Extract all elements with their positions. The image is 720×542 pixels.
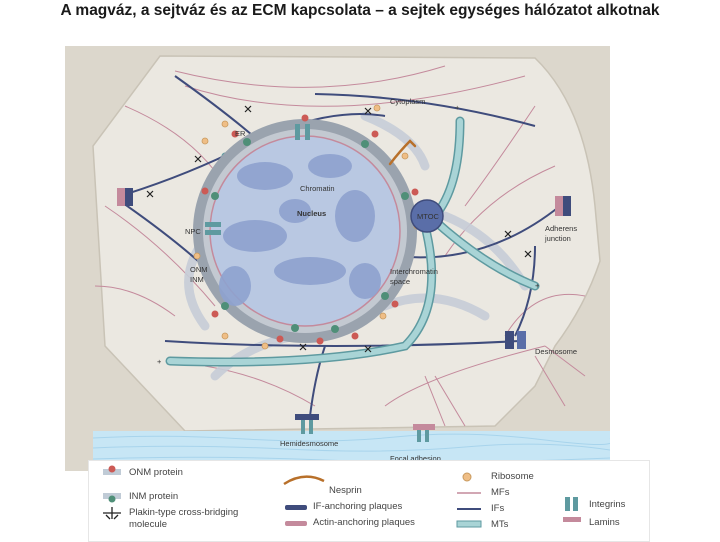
nucleus xyxy=(193,119,417,343)
label-adherens-2: junction xyxy=(544,234,571,243)
label-plus-left: + xyxy=(157,357,162,366)
legend-ifs: IFs xyxy=(491,503,505,514)
legend-inm-protein: INM protein xyxy=(129,491,179,502)
inm-proteins xyxy=(211,138,409,333)
legend-nesprin: Nesprin xyxy=(329,485,362,496)
label-plus-top: + xyxy=(455,103,460,112)
legend-ribosome: Ribosome xyxy=(491,471,534,482)
legend-plakin-2: molecule xyxy=(129,519,168,530)
legend-onm-protein: ONM protein xyxy=(129,467,183,478)
label-er: ER xyxy=(235,129,246,138)
cell-diagram: Cytoplasm + ER Chromatin Nucleus NPC ONM… xyxy=(65,46,613,471)
label-inm: INM xyxy=(190,275,204,284)
label-interchromatin-2: space xyxy=(390,277,410,286)
legend-plakin-1: Plakin-type cross-bridging xyxy=(129,507,239,518)
legend-integrins: Integrins xyxy=(589,499,626,510)
chromatin-domains xyxy=(219,154,381,306)
label-interchromatin-1: Interchromatin xyxy=(390,267,438,276)
label-mtoc: MTOC xyxy=(417,212,440,221)
legend-mts: MTs xyxy=(491,519,509,530)
legend-if-anchoring: IF-anchoring plaques xyxy=(313,501,403,512)
plakin-cross-bridges xyxy=(146,105,532,353)
label-focal-adhesion: Focal adhesion xyxy=(390,454,441,463)
label-nucleus: Nucleus xyxy=(297,209,326,218)
label-cytoplasm: Cytoplasm xyxy=(390,97,425,106)
adherens-junction-plaques xyxy=(117,188,571,216)
nesprin xyxy=(388,139,417,166)
legend-mfs: MFs xyxy=(491,487,510,498)
slide-title: A magváz, a sejtváz és az ECM kapcsolata… xyxy=(60,2,660,19)
label-plus-right: + xyxy=(535,281,540,290)
onm-proteins xyxy=(201,114,419,345)
focal-adhesion-plaque xyxy=(413,424,435,442)
label-onm: ONM xyxy=(190,265,208,274)
hemidesmosome-plaque xyxy=(295,414,319,434)
label-chromatin: Chromatin xyxy=(300,184,335,193)
label-desmosome: Desmosome xyxy=(535,347,577,356)
label-adherens-1: Adherens xyxy=(545,224,577,233)
nuclear-pore-complexes xyxy=(205,124,310,235)
label-npc: NPC xyxy=(185,227,201,236)
legend-lamins: Lamins xyxy=(589,517,620,528)
mtoc xyxy=(410,199,444,233)
legend-actin-anchoring: Actin-anchoring plaques xyxy=(313,517,415,528)
desmosome-plaques xyxy=(505,331,526,349)
label-hemidesmosome: Hemidesmosome xyxy=(280,439,338,448)
legend: ONM protein INM protein Plakin-type cros… xyxy=(88,460,650,542)
